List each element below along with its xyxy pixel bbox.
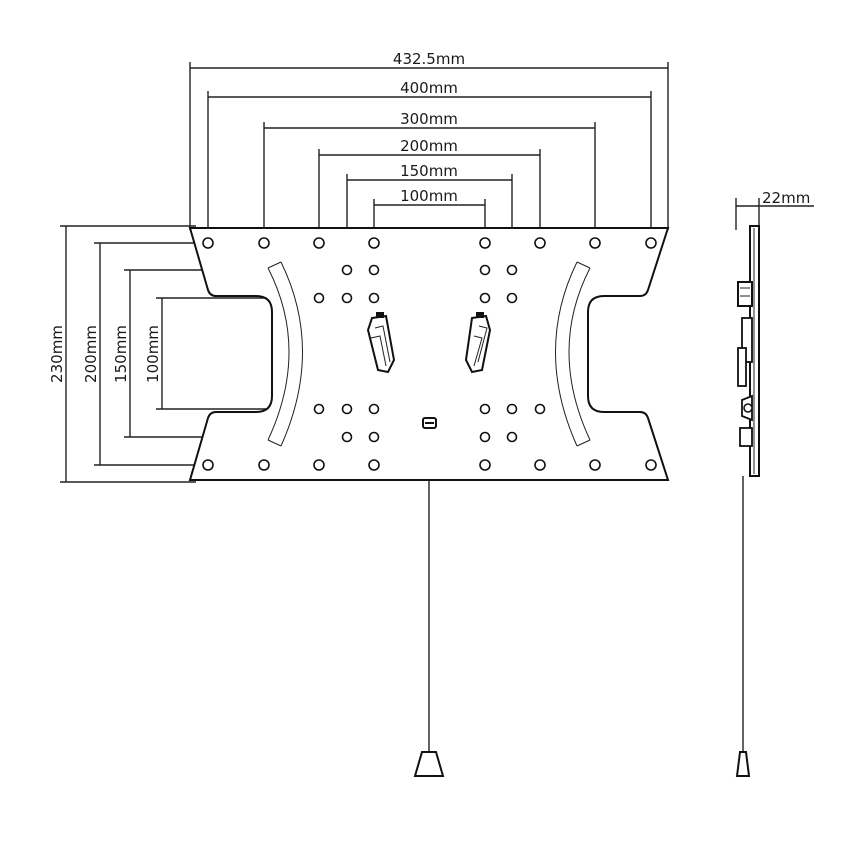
release-pull-cord	[413, 480, 445, 777]
left-curved-slot	[267, 261, 303, 447]
dimension-label-22mm: 22mm	[762, 189, 810, 207]
dimension-label-400mm: 400mm	[400, 79, 458, 97]
right-center-bracket	[464, 312, 492, 374]
dimension-432-5mm: 432.5mm	[189, 50, 669, 230]
dimension-label-200mm-vertical: 200mm	[82, 325, 100, 383]
front-view: 432.5mm 400mm 300mm 200mm	[48, 50, 670, 777]
mounting-plate-outline	[188, 227, 670, 481]
side-view: 22mm	[735, 189, 814, 777]
dimension-label-230mm: 230mm	[48, 325, 66, 383]
dimension-200mm-vertical: 200mm	[82, 242, 200, 466]
dimension-label-150mm-vertical: 150mm	[112, 325, 130, 383]
dimension-230mm: 230mm	[48, 225, 196, 483]
dimension-200mm: 200mm	[318, 137, 541, 232]
side-profile	[735, 225, 760, 777]
dimension-label-200mm: 200mm	[400, 137, 458, 155]
dimension-22mm: 22mm	[735, 189, 814, 230]
dimension-400mm: 400mm	[207, 79, 652, 232]
dimension-label-100mm: 100mm	[400, 187, 458, 205]
left-center-bracket	[366, 312, 396, 374]
center-bubble-level	[422, 417, 437, 429]
horizontal-dimensions: 432.5mm 400mm 300mm 200mm	[189, 50, 669, 263]
mounting-holes	[202, 237, 657, 471]
dimension-label-150mm: 150mm	[400, 162, 458, 180]
dimension-label-432-5mm: 432.5mm	[393, 50, 465, 68]
right-curved-slot	[555, 261, 591, 447]
dimension-label-300mm: 300mm	[400, 110, 458, 128]
dimension-100mm: 100mm	[373, 187, 486, 232]
dimension-label-100mm-vertical: 100mm	[144, 325, 162, 383]
dimension-300mm: 300mm	[263, 110, 596, 232]
